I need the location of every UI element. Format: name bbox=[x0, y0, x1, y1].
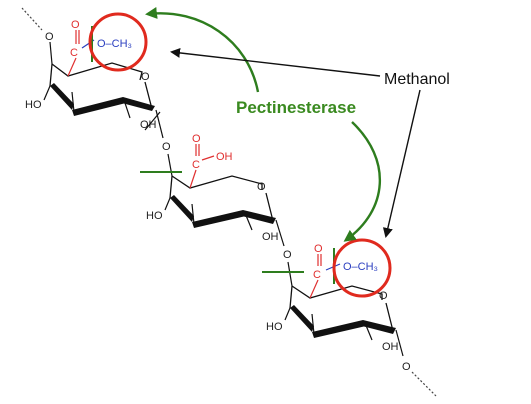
carboxyl-oxygen-2: O bbox=[192, 133, 201, 145]
ring-front-edge bbox=[362, 320, 396, 334]
ring-edge bbox=[49, 63, 53, 87]
ring-oxygen-2: O bbox=[257, 181, 266, 193]
galacturonate-ring-2: O HO OH O C O OH bbox=[140, 133, 292, 261]
carboxyl-carbon-2: C bbox=[192, 159, 200, 171]
bond bbox=[43, 85, 51, 101]
carbonyl-oxygen-1: O bbox=[71, 19, 80, 31]
hydroxyl-1a: HO bbox=[25, 99, 42, 111]
ring-front-edge bbox=[72, 97, 126, 116]
ring-front-edge bbox=[192, 210, 246, 228]
ring-front-edge bbox=[290, 305, 314, 332]
ring-front-edge bbox=[122, 97, 155, 111]
carbonyl-carbon-1: C bbox=[70, 47, 78, 59]
carbonyl-carbon-3: C bbox=[313, 269, 321, 281]
bond bbox=[275, 219, 285, 247]
bond bbox=[364, 322, 373, 341]
ring-edge bbox=[169, 175, 173, 199]
ring-oxygen-1: O bbox=[141, 71, 150, 83]
bond bbox=[284, 307, 291, 321]
bond bbox=[189, 169, 197, 189]
carboxyl-hydroxyl-2: OH bbox=[216, 151, 233, 163]
methyl-ester-highlight-1 bbox=[88, 12, 148, 72]
hydroxyl-2b: OH bbox=[262, 231, 279, 243]
enzyme-arrow-lower bbox=[343, 121, 382, 242]
ring-front-edge bbox=[242, 210, 276, 224]
bond bbox=[287, 261, 293, 287]
bond bbox=[155, 109, 164, 139]
methanol-label: Methanol bbox=[384, 71, 450, 88]
methyl-ester-1: O–CH₃ bbox=[97, 38, 132, 50]
bond bbox=[123, 99, 131, 119]
hydroxyl-3b: OH bbox=[382, 341, 399, 353]
methanol-arrow-lower bbox=[382, 89, 421, 238]
chain-continuation-dotted bbox=[411, 371, 437, 397]
ring-edge bbox=[144, 81, 153, 110]
bond bbox=[311, 313, 315, 335]
bond bbox=[244, 212, 253, 231]
glycosidic-oxygen-3: O bbox=[283, 249, 292, 261]
bond bbox=[191, 203, 195, 225]
glycosidic-oxygen-4: O bbox=[402, 361, 411, 373]
ring-front-edge bbox=[170, 195, 194, 222]
galacturonate-ring-3: O HO OH O C O O–CH₃ bbox=[262, 238, 437, 397]
carbonyl-oxygen-3: O bbox=[314, 243, 323, 255]
ring-oxygen-3: O bbox=[379, 290, 388, 302]
ring-edge bbox=[171, 175, 263, 190]
methanol-arrow-upper bbox=[170, 47, 381, 77]
ring-edge bbox=[291, 285, 383, 300]
hydroxyl-1b: OH bbox=[140, 119, 157, 131]
ring-front-edge bbox=[312, 320, 366, 338]
glycosidic-oxygen-1: O bbox=[45, 31, 54, 43]
methyl-ester-3: O–CH₃ bbox=[343, 261, 378, 273]
glycosidic-oxygen-2: O bbox=[162, 141, 171, 153]
bond bbox=[164, 197, 171, 211]
ring-front-edge bbox=[50, 83, 74, 110]
galacturonate-ring-1: O O HO OH O C O O–CH₃ bbox=[21, 7, 171, 153]
bond bbox=[49, 41, 53, 65]
ring-edge bbox=[265, 192, 274, 222]
hydroxyl-3a: HO bbox=[266, 321, 283, 333]
ring-edge bbox=[385, 302, 394, 332]
hydroxyl-2a: HO bbox=[146, 210, 163, 222]
bond bbox=[67, 57, 77, 77]
bond bbox=[201, 155, 215, 161]
bond bbox=[71, 91, 75, 113]
bond bbox=[395, 329, 404, 357]
chain-continuation-dotted bbox=[21, 7, 43, 31]
methyl-ester-highlight-3 bbox=[332, 238, 392, 298]
enzyme-label: Pectinesterase bbox=[236, 98, 356, 117]
ring-edge bbox=[289, 285, 293, 309]
enzyme-arrow-upper bbox=[145, 7, 260, 93]
bond bbox=[309, 279, 319, 299]
ring-edge bbox=[51, 62, 143, 81]
